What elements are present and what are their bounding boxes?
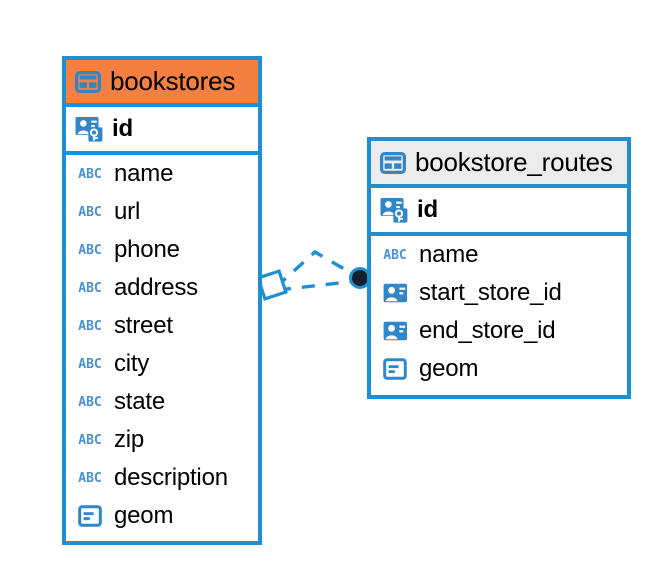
foreign-key-icon [380,321,410,341]
field-label: geom [419,355,479,382]
relationship-line-upper [274,249,359,289]
abc-icon: ABC [78,432,102,448]
relationship-line-lower [277,279,358,292]
abc-icon: ABC [78,470,102,486]
abc-icon: ABC [78,242,102,258]
entity-header-bookstore-routes[interactable]: bookstore_routes [371,141,627,188]
field-label: street [114,312,173,339]
field-label: name [114,160,174,187]
field-label: phone [114,236,180,263]
field-label: zip [114,426,145,453]
primary-key-icon [380,197,408,223]
abc-icon: ABC [78,166,102,182]
field-row-name[interactable]: ABC name [66,155,258,193]
field-row-zip[interactable]: ABC zip [66,421,258,459]
field-label: state [114,388,166,415]
field-row-state[interactable]: ABC state [66,383,258,421]
entity-title: bookstore_routes [415,147,613,177]
field-label: address [114,274,198,301]
field-label: url [114,198,141,225]
table-icon [380,151,406,174]
abc-icon: ABC [78,318,102,334]
abc-icon: ABC [78,280,102,296]
field-row-geom[interactable]: geom [371,350,627,388]
field-row-description[interactable]: ABC description [66,459,258,497]
field-label: id [417,196,438,223]
field-row-name[interactable]: ABC name [371,236,627,274]
entity-bookstore-routes[interactable]: bookstore_routes id ABC name [367,137,631,399]
field-row-street[interactable]: ABC street [66,307,258,345]
primary-key-icon [75,116,103,142]
field-row-id[interactable]: id [66,107,258,155]
geometry-icon [380,358,410,380]
field-row-id[interactable]: id [371,188,627,236]
field-row-start-store-id[interactable]: start_store_id [371,274,627,312]
field-label: geom [114,502,174,529]
field-label: end_store_id [419,317,556,344]
field-row-geom[interactable]: geom [66,497,258,535]
field-row-city[interactable]: ABC city [66,345,258,383]
abc-icon: ABC [383,247,407,263]
entity-title: bookstores [110,66,236,96]
foreign-key-icon [380,283,410,303]
table-icon [75,70,101,93]
abc-icon: ABC [78,204,102,220]
field-label: description [114,464,228,491]
relationship-source-marker [256,269,288,301]
abc-icon: ABC [78,356,102,372]
field-row-phone[interactable]: ABC phone [66,231,258,269]
abc-icon: ABC [78,394,102,410]
field-row-end-store-id[interactable]: end_store_id [371,312,627,350]
entity-header-bookstores[interactable]: bookstores [66,60,258,107]
field-label: city [114,350,150,377]
field-row-url[interactable]: ABC url [66,193,258,231]
geometry-icon [75,505,105,527]
field-label: name [419,241,479,268]
field-row-address[interactable]: ABC address [66,269,258,307]
field-label: id [112,115,133,142]
field-label: start_store_id [419,279,562,306]
entity-bookstores[interactable]: bookstores id ABC name [62,56,262,545]
